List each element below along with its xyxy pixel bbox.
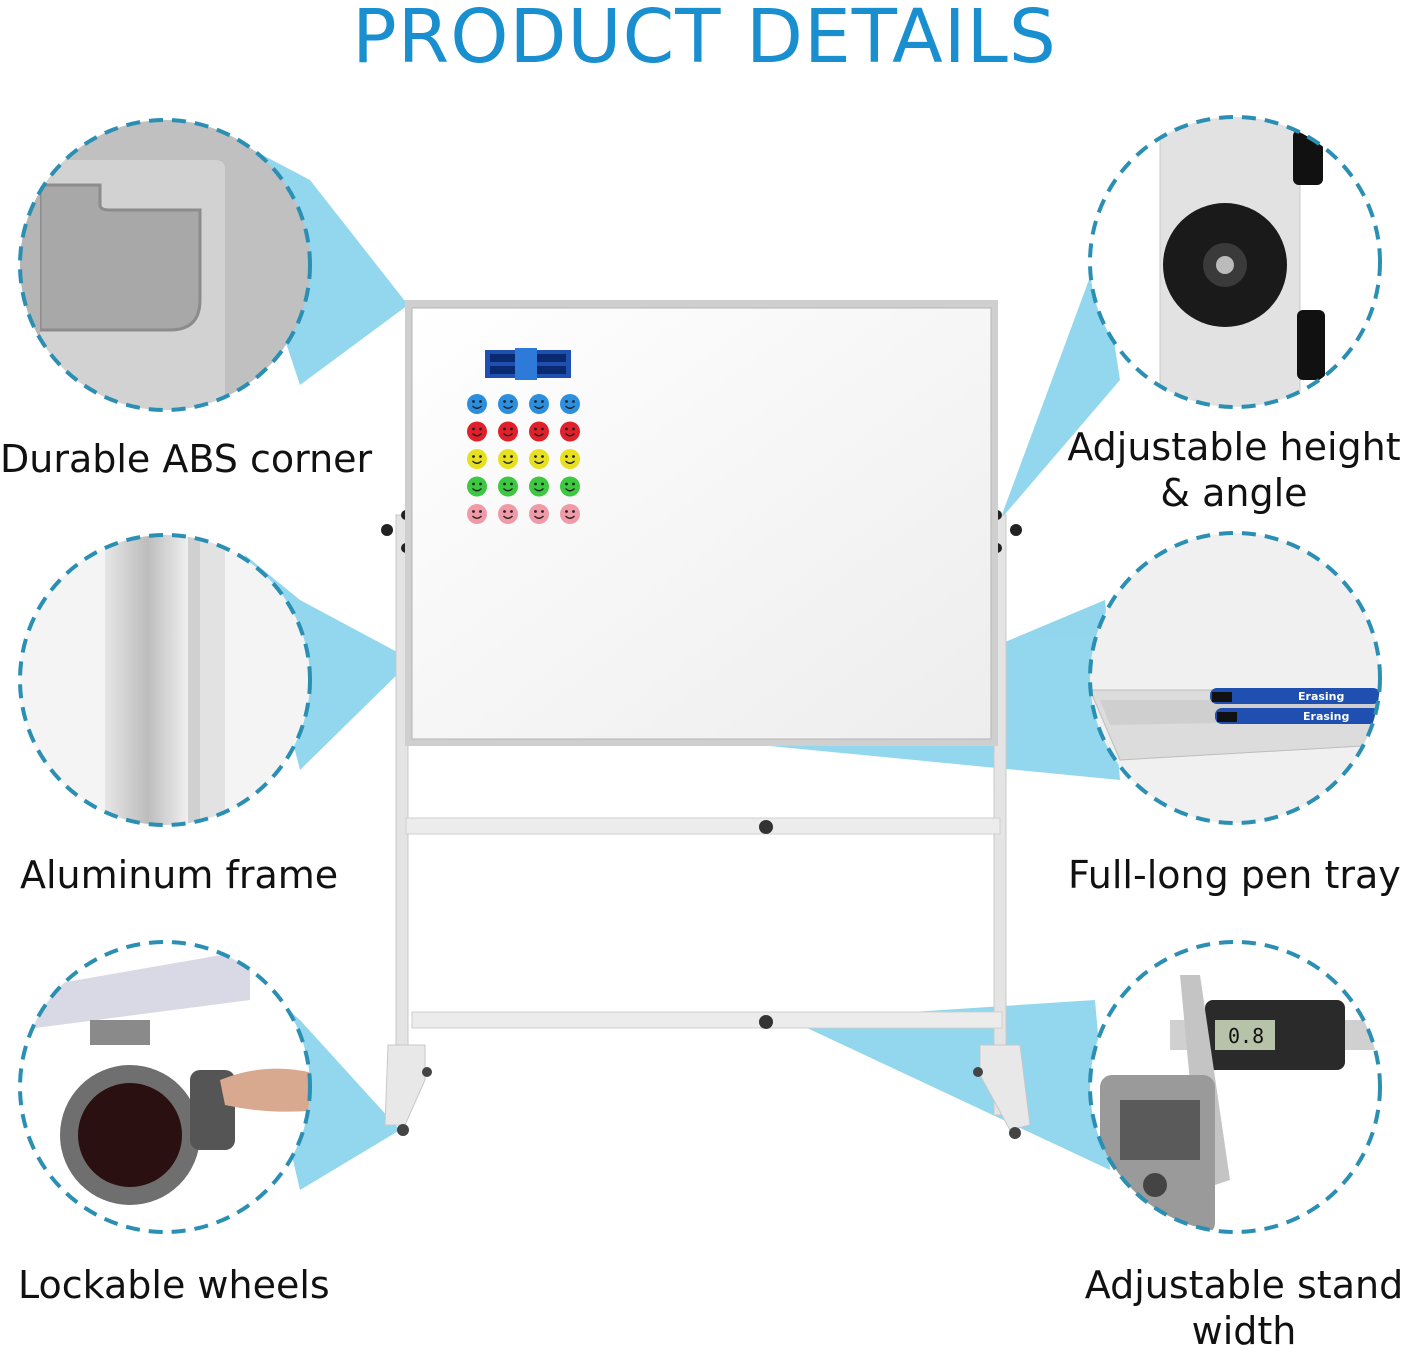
smiley-magnet <box>498 449 518 469</box>
smiley-magnet <box>467 394 487 414</box>
smiley-magnet <box>498 476 518 497</box>
smiley-magnet <box>560 476 580 497</box>
smiley-magnet <box>529 421 549 442</box>
feature-label-adjustable-height: Adjustable height & angle <box>1060 424 1408 516</box>
smiley-magnet <box>529 394 549 414</box>
crossbar-knob <box>759 1015 773 1029</box>
detail-abs-corner <box>18 118 312 412</box>
smiley-magnet <box>467 476 487 497</box>
whiteboard <box>405 300 998 746</box>
smiley-magnet <box>529 504 549 524</box>
feature-label-pen-tray: Full-long pen tray <box>1068 853 1401 897</box>
page-title: PRODUCT DETAILS <box>352 0 1057 80</box>
magnet-grid <box>467 394 580 524</box>
feature-label-abs-corner: Durable ABS corner <box>0 437 373 481</box>
smiley-magnet <box>560 504 580 524</box>
feature-label-line: Adjustable stand <box>1084 1263 1404 1307</box>
beam-height <box>1000 250 1120 520</box>
feature-label-line: Adjustable height <box>1067 425 1401 469</box>
detail-aluminum-frame <box>18 533 312 827</box>
smiley-magnet <box>529 449 549 469</box>
smiley-magnet <box>560 394 580 414</box>
detail-adjustable-height <box>1088 115 1382 409</box>
smiley-magnet <box>498 394 518 414</box>
smiley-magnet <box>560 449 580 469</box>
marker-text: Erasing <box>1298 690 1344 703</box>
smiley-magnet <box>498 504 518 524</box>
detail-stand-width: 0.8 <box>1088 940 1382 1234</box>
beam-stand <box>790 1000 1110 1170</box>
smiley-magnet <box>498 421 518 442</box>
feature-label-aluminum-frame: Aluminum frame <box>20 853 339 897</box>
crossbar-knob <box>759 820 773 834</box>
smiley-magnet <box>560 421 580 442</box>
smiley-magnet <box>529 476 549 497</box>
smiley-magnet <box>467 504 487 524</box>
smiley-magnet <box>467 421 487 442</box>
eraser <box>485 348 571 380</box>
feature-label-line: width <box>1191 1309 1297 1353</box>
smiley-magnet <box>467 449 487 469</box>
feature-label-stand-width: Adjustable stand width <box>1080 1262 1408 1354</box>
feature-label-line: & angle <box>1160 471 1308 515</box>
detail-pen-tray: Erasing Erasing <box>1088 531 1382 825</box>
marker-text: Erasing <box>1303 710 1349 723</box>
detail-lockable-wheels <box>18 940 312 1234</box>
caliper-readout: 0.8 <box>1228 1024 1264 1048</box>
feature-label-lockable-wheels: Lockable wheels <box>18 1263 330 1307</box>
